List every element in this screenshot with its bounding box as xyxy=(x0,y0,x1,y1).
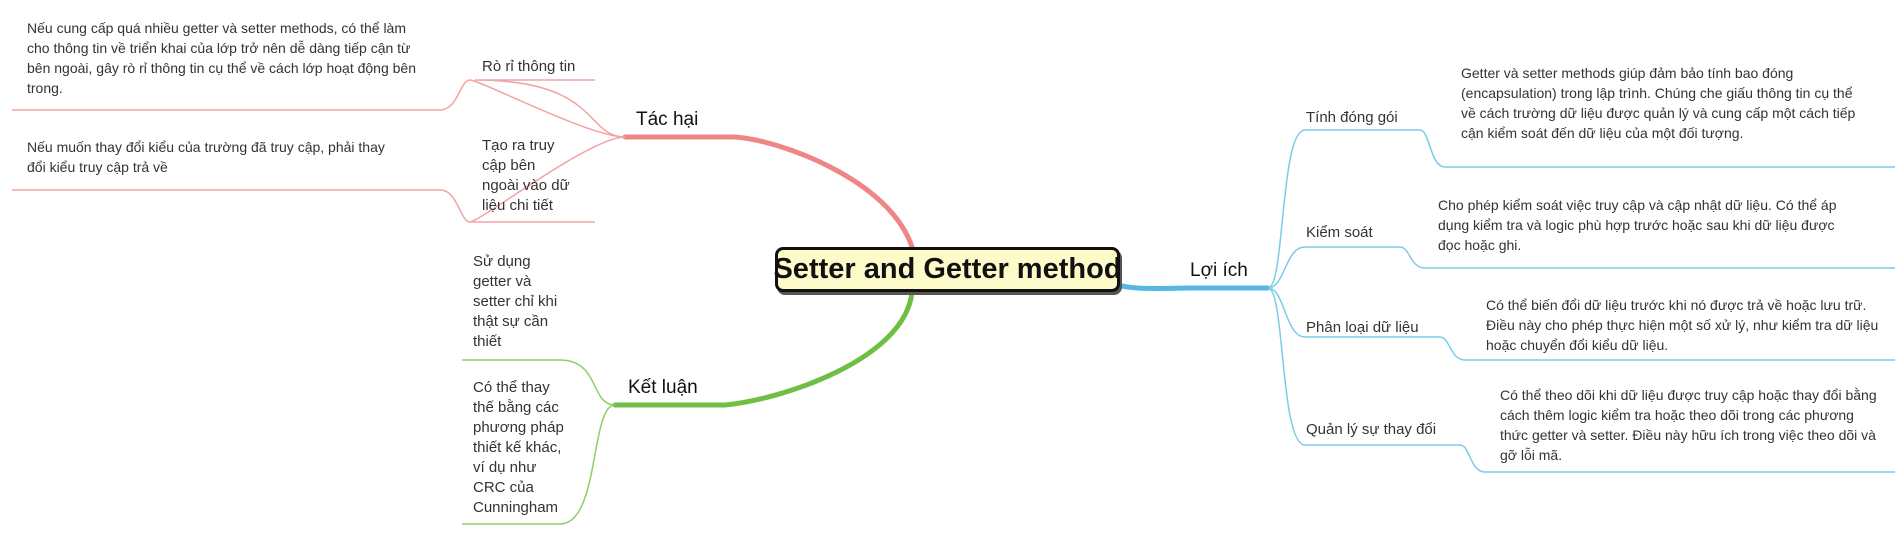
branch-harm-label: Tác hại xyxy=(636,109,699,130)
harm-item-external-access[interactable]: Tạo ra truy cập bên ngoài vào dữ liệu ch… xyxy=(482,136,572,216)
link-harm-item1b xyxy=(469,79,626,138)
benefit-item-data-classification-label: Phân loại dữ liệu xyxy=(1306,319,1419,336)
link-harm-note2 xyxy=(12,189,471,223)
link-ben-item3 xyxy=(1267,287,1440,338)
benefit-item-control-label: Kiểm soát xyxy=(1306,224,1373,241)
branch-benefit-label: Lợi ích xyxy=(1190,260,1248,281)
link-ben-item4 xyxy=(1267,287,1460,446)
link-harm-item2 xyxy=(469,136,626,223)
harm-item-information-leak-label: Rò rỉ thông tin xyxy=(482,58,576,75)
link-harm-note1 xyxy=(12,79,471,111)
link-ben-item2 xyxy=(1267,246,1400,289)
link-ben-note3 xyxy=(1439,336,1895,361)
harm-note-external-access: Nếu muốn thay đổi kiểu của trường đã tru… xyxy=(27,137,407,177)
benefit-note-change-management: Có thể theo dõi khi dữ liệu được truy cậ… xyxy=(1500,385,1885,465)
harm-item-information-leak[interactable]: Rò rỉ thông tin xyxy=(482,57,602,77)
conclusion-item-alternatives-label: Có thể thay thế bằng các phương pháp thi… xyxy=(473,379,564,516)
benefit-note-encapsulation: Getter và setter methods giúp đảm bảo tí… xyxy=(1461,63,1861,143)
link-root-benefit xyxy=(1119,283,1271,291)
link-ben-note4 xyxy=(1459,444,1895,473)
benefit-item-encapsulation[interactable]: Tính đóng gói xyxy=(1306,108,1466,128)
benefit-note-control: Cho phép kiểm soát việc truy cập và cập … xyxy=(1438,195,1838,255)
branch-conclusion[interactable]: Kết luận xyxy=(628,377,698,399)
conclusion-item-alternatives[interactable]: Có thể thay thế bằng các phương pháp thi… xyxy=(473,378,573,518)
benefit-note-control-text: Cho phép kiểm soát việc truy cập và cập … xyxy=(1438,197,1837,253)
benefit-note-encapsulation-text: Getter và setter methods giúp đảm bảo tí… xyxy=(1461,65,1856,141)
benefit-item-change-management-label: Quản lý sự thay đổi xyxy=(1306,421,1437,438)
harm-note-information-leak: Nếu cung cấp quá nhiều getter và setter … xyxy=(27,18,417,98)
branch-harm[interactable]: Tác hại xyxy=(636,109,698,131)
conclusion-item-use-when-needed-label: Sử dụng getter và setter chỉ khi thật sự… xyxy=(473,253,558,350)
link-root-conclusion xyxy=(612,289,915,408)
link-root-harm xyxy=(622,134,915,250)
link-ben-note2 xyxy=(1399,246,1895,269)
link-conc-item1 xyxy=(462,359,616,406)
harm-note-information-leak-text: Nếu cung cấp quá nhiều getter và setter … xyxy=(27,20,417,96)
benefit-item-control[interactable]: Kiểm soát xyxy=(1306,223,1466,243)
benefit-note-data-classification: Có thể biến đổi dữ liệu trước khi nó đượ… xyxy=(1486,295,1881,355)
benefit-note-data-classification-text: Có thể biến đổi dữ liệu trước khi nó đượ… xyxy=(1486,297,1879,353)
benefit-note-change-management-text: Có thể theo dõi khi dữ liệu được truy cậ… xyxy=(1500,387,1877,463)
harm-item-external-access-label: Tạo ra truy cập bên ngoài vào dữ liệu ch… xyxy=(482,137,570,214)
link-ben-item1 xyxy=(1267,129,1420,289)
benefit-item-change-management[interactable]: Quản lý sự thay đổi xyxy=(1306,420,1476,440)
harm-note-external-access-text: Nếu muốn thay đổi kiểu của trường đã tru… xyxy=(27,139,385,175)
link-harm-item1 xyxy=(474,79,626,138)
link-ben-note1 xyxy=(1419,129,1895,168)
benefit-item-data-classification[interactable]: Phân loại dữ liệu xyxy=(1306,318,1466,338)
root-node[interactable]: Setter and Getter method xyxy=(773,247,1122,292)
link-conc-item2 xyxy=(462,404,616,525)
branch-benefit[interactable]: Lợi ích xyxy=(1190,260,1248,282)
conclusion-item-use-when-needed[interactable]: Sử dụng getter và setter chỉ khi thật sự… xyxy=(473,252,568,352)
root-title: Setter and Getter method xyxy=(773,253,1122,285)
branch-conclusion-label: Kết luận xyxy=(628,377,698,398)
benefit-item-encapsulation-label: Tính đóng gói xyxy=(1306,109,1398,126)
